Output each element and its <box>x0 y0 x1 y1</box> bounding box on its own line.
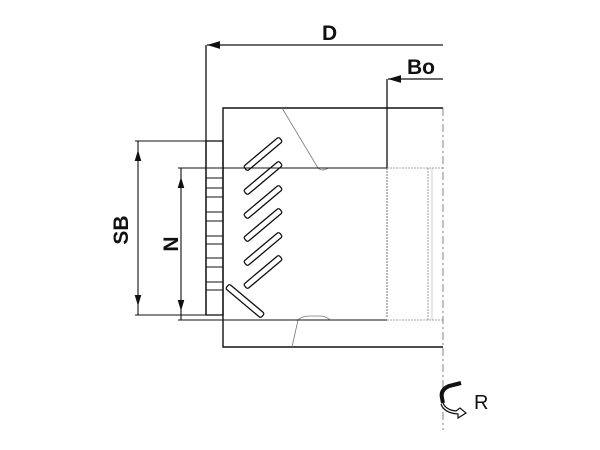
rotation-arrow-icon <box>439 381 468 420</box>
dimension-n <box>177 167 443 321</box>
label-sb: SB <box>110 215 133 244</box>
dimension-bo: Bo <box>386 56 443 318</box>
slot <box>243 208 283 242</box>
slot <box>243 137 283 171</box>
slot <box>243 161 283 195</box>
slots <box>225 137 283 318</box>
label-bo: Bo <box>407 56 435 79</box>
slot <box>243 232 283 266</box>
slot <box>243 255 283 289</box>
bearing-body <box>205 107 444 430</box>
label-r: R <box>474 392 488 414</box>
slot <box>225 284 265 318</box>
dimension-sb <box>134 140 206 316</box>
slot <box>243 185 283 219</box>
label-d: D <box>322 22 337 45</box>
label-n: N <box>160 236 183 251</box>
